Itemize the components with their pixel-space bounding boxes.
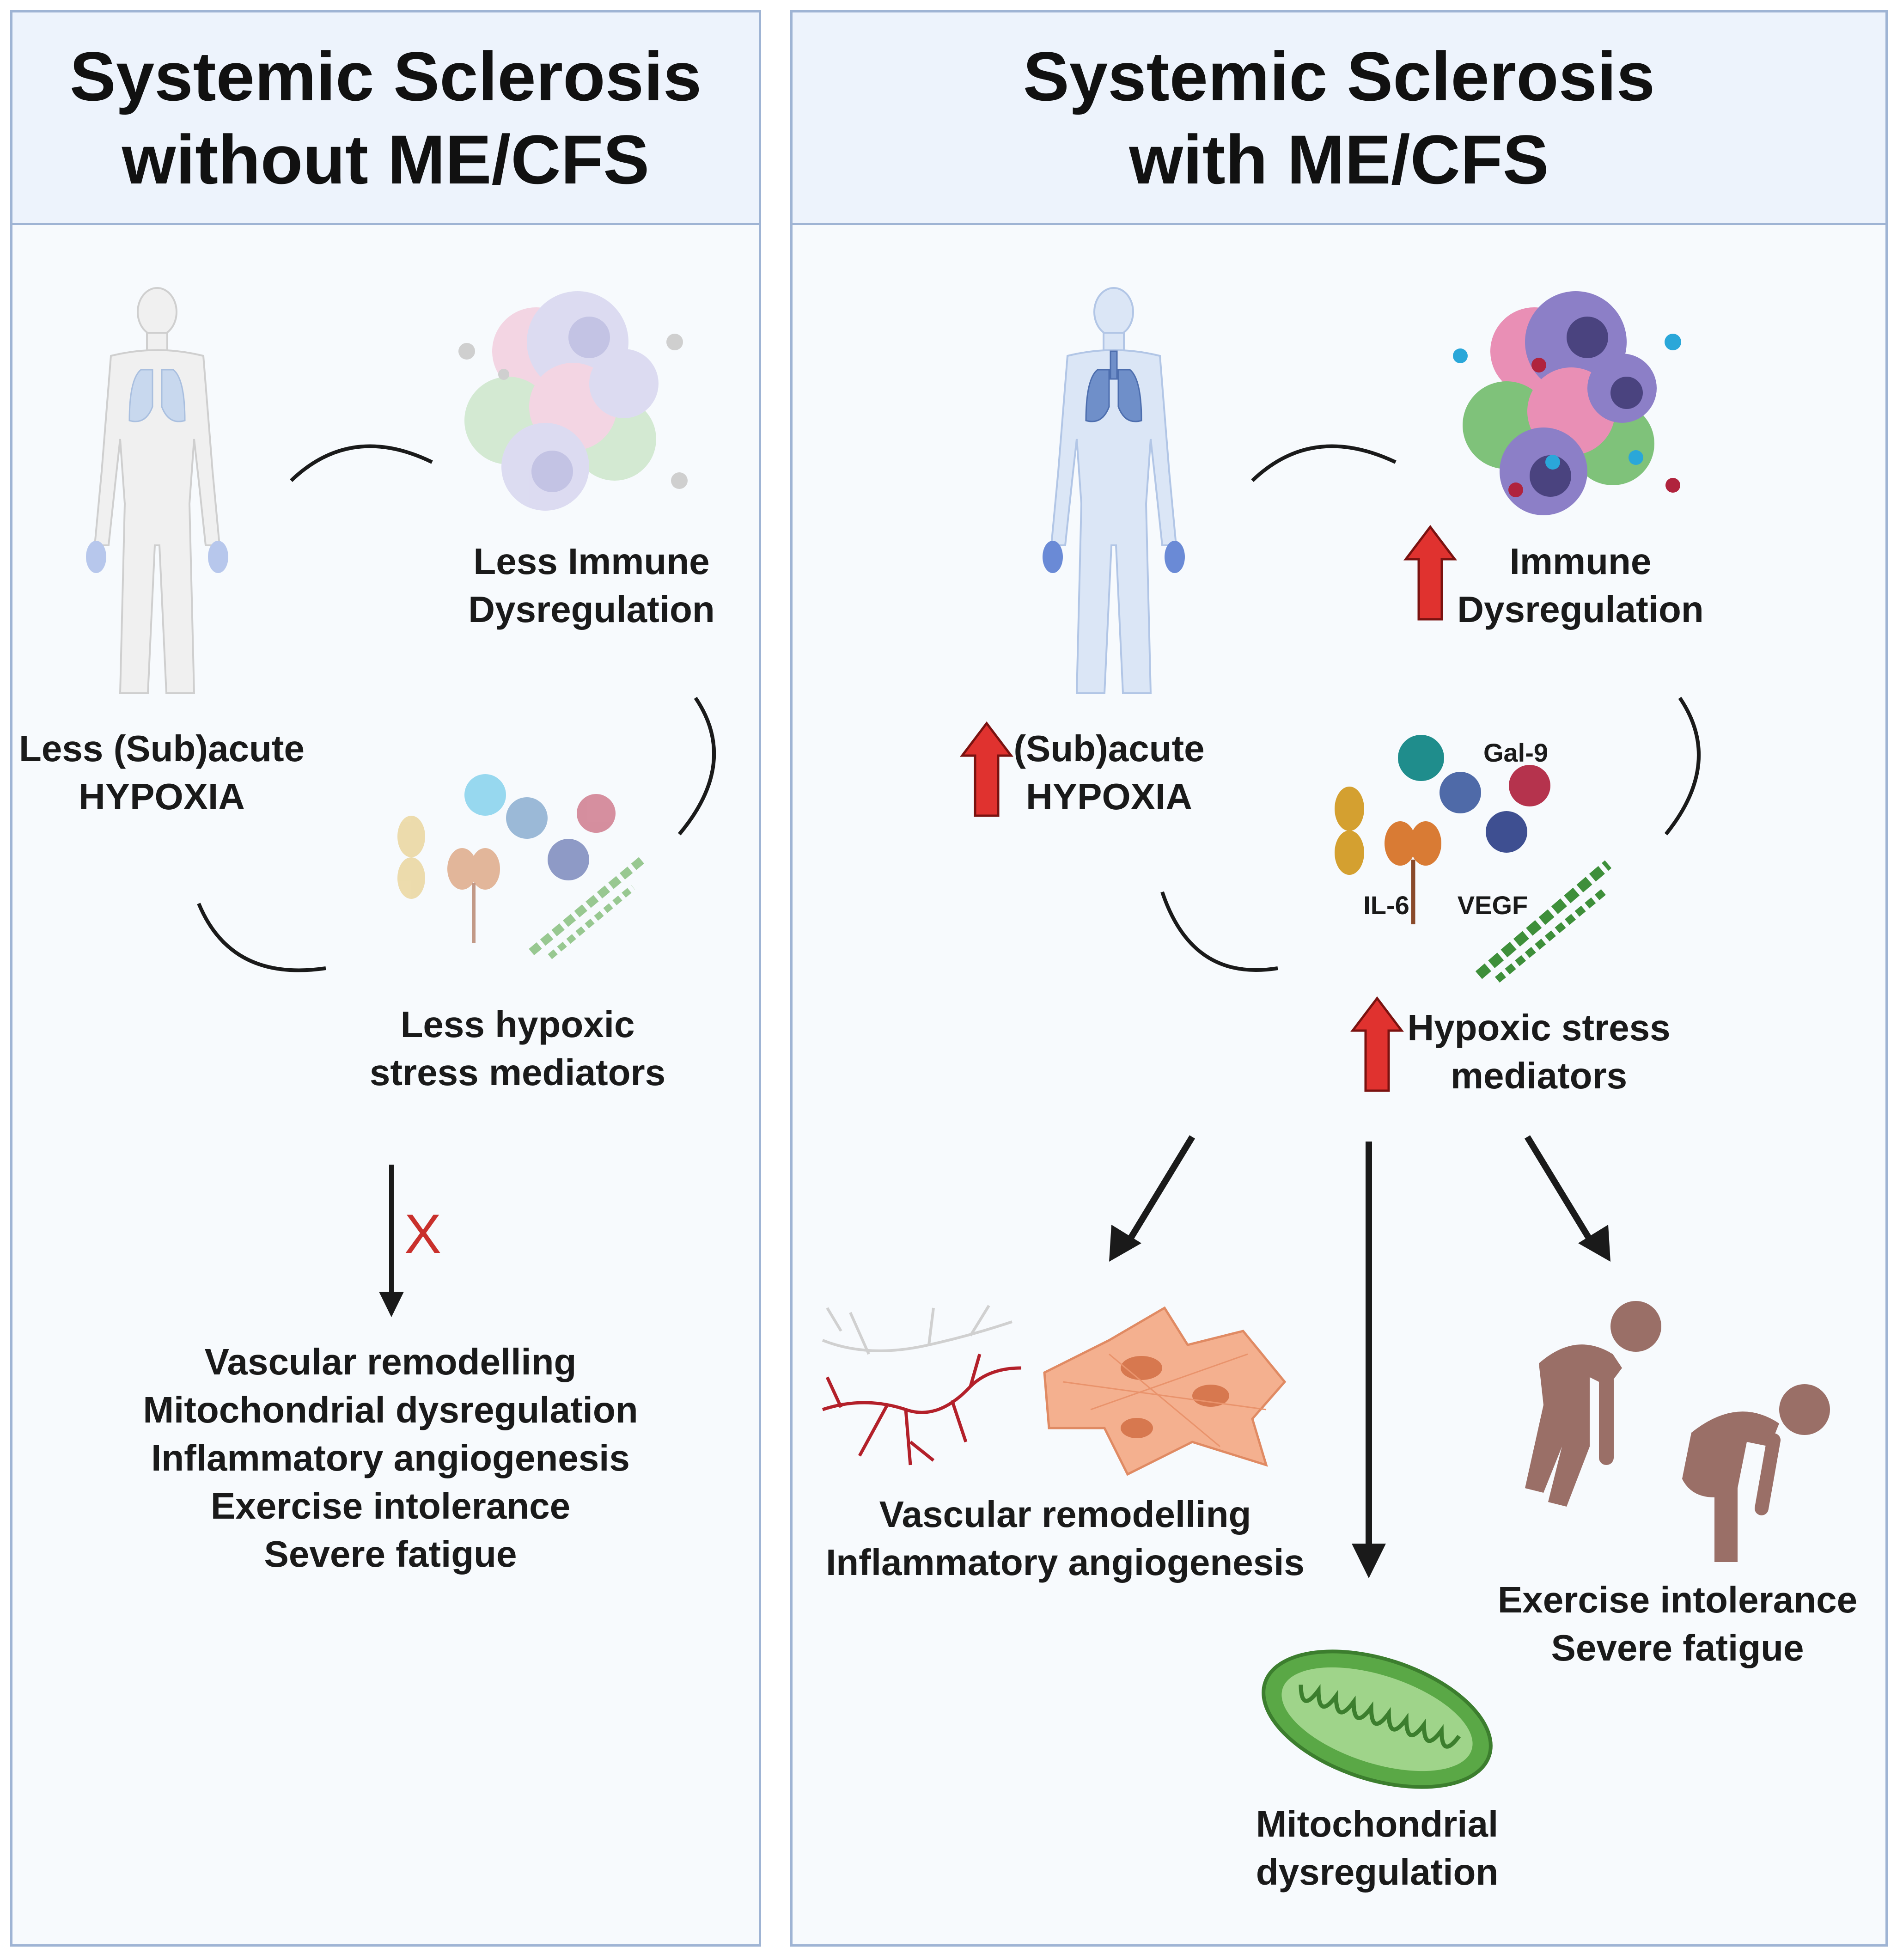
right-cycle-arcs <box>1160 444 1701 972</box>
right-title-line-2: with ME/CFS <box>1129 120 1549 198</box>
left-mediators-line-2: stress mediators <box>369 1052 666 1093</box>
up-arrow-icon <box>1403 525 1458 621</box>
vascular-outcome-label: Vascular remodelling Inflammatory angiog… <box>809 1490 1322 1587</box>
left-panel-header: Systemic Sclerosis without ME/CFS <box>12 12 759 225</box>
left-outcome-4: Exercise intolerance <box>210 1485 571 1526</box>
fibroblast-icon <box>1043 1306 1287 1476</box>
immune-cells-icon <box>1453 291 1681 515</box>
mito-outcome-label: Mitochondrial dysregulation <box>1220 1800 1534 1896</box>
right-immune-line-2: Dysregulation <box>1457 589 1704 630</box>
left-outcome-3: Inflammatory angiogenesis <box>151 1437 630 1478</box>
right-hypoxia-line-2: HYPOXIA <box>1025 776 1193 817</box>
human-body-icon <box>86 287 228 694</box>
fatigued-person-icon <box>1525 1301 1830 1562</box>
left-outcome-2: Mitochondrial dysregulation <box>143 1389 638 1430</box>
immune-cells-icon <box>458 291 688 511</box>
right-immune-label: Immune Dysregulation <box>1456 537 1705 634</box>
right-title-line-1: Systemic Sclerosis <box>1023 37 1655 115</box>
vascular-line-2: Inflammatory angiogenesis <box>826 1542 1305 1583</box>
mito-line-2: dysregulation <box>1256 1851 1499 1893</box>
cytokines-icon <box>1335 735 1612 983</box>
fatigue-line-1: Exercise intolerance <box>1497 1579 1858 1620</box>
vegf-label: VEGF <box>1457 891 1528 920</box>
human-body-icon <box>1043 287 1185 694</box>
fatigue-line-2: Severe fatigue <box>1551 1627 1804 1668</box>
left-immune-line-1: Less Immune <box>473 541 710 582</box>
blocked-marker: X <box>404 1203 442 1265</box>
left-outcome-5: Severe fatigue <box>264 1533 517 1575</box>
vascular-line-1: Vascular remodelling <box>879 1494 1251 1535</box>
up-arrow-icon <box>959 721 1014 817</box>
left-panel: Systemic Sclerosis without ME/CFS <box>10 10 761 1947</box>
cytokines-icon <box>397 774 645 959</box>
il6-label: IL-6 <box>1363 891 1409 920</box>
left-outcome-1: Vascular remodelling <box>204 1341 577 1382</box>
blocked-arrow <box>379 1165 404 1317</box>
left-title-line-1: Systemic Sclerosis <box>69 37 702 115</box>
mitochondrion-icon <box>1262 1649 1493 1789</box>
left-outcomes-list: Vascular remodelling Mitochondrial dysre… <box>102 1338 679 1578</box>
right-hypoxia-line-1: (Sub)acute <box>1013 728 1205 769</box>
right-panel-header: Systemic Sclerosis with ME/CFS <box>793 12 1885 225</box>
up-arrow-icon <box>1350 996 1404 1092</box>
left-hypoxia-label: Less (Sub)acute HYPOXIA <box>18 725 305 821</box>
right-panel: Systemic Sclerosis with ME/CFS <box>790 10 1888 1947</box>
left-mediators-label: Less hypoxic stress mediators <box>356 1001 679 1097</box>
left-title-line-2: without ME/CFS <box>122 120 650 198</box>
fatigue-outcome-label: Exercise intolerance Severe fatigue <box>1497 1576 1858 1672</box>
left-cycle-arcs <box>197 444 716 972</box>
gal9-label: Gal-9 <box>1483 738 1549 767</box>
right-immune-line-1: Immune <box>1509 541 1652 582</box>
right-mediators-line-1: Hypoxic stress <box>1407 1007 1671 1048</box>
downstream-arrows <box>1109 1135 1610 1578</box>
left-mediators-line-1: Less hypoxic <box>400 1004 635 1045</box>
right-mediators-line-2: mediators <box>1450 1055 1628 1096</box>
left-hypoxia-line-2: HYPOXIA <box>78 776 245 817</box>
left-immune-line-2: Dysregulation <box>468 589 715 630</box>
right-mediators-label: Hypoxic stress mediators <box>1400 1004 1677 1100</box>
left-hypoxia-line-1: Less (Sub)acute <box>19 728 305 769</box>
right-hypoxia-label: (Sub)acute HYPOXIA <box>1003 725 1215 821</box>
left-immune-label: Less Immune Dysregulation <box>453 537 730 634</box>
blood-vessel-icon <box>822 1305 1022 1465</box>
mito-line-1: Mitochondrial <box>1256 1803 1499 1844</box>
